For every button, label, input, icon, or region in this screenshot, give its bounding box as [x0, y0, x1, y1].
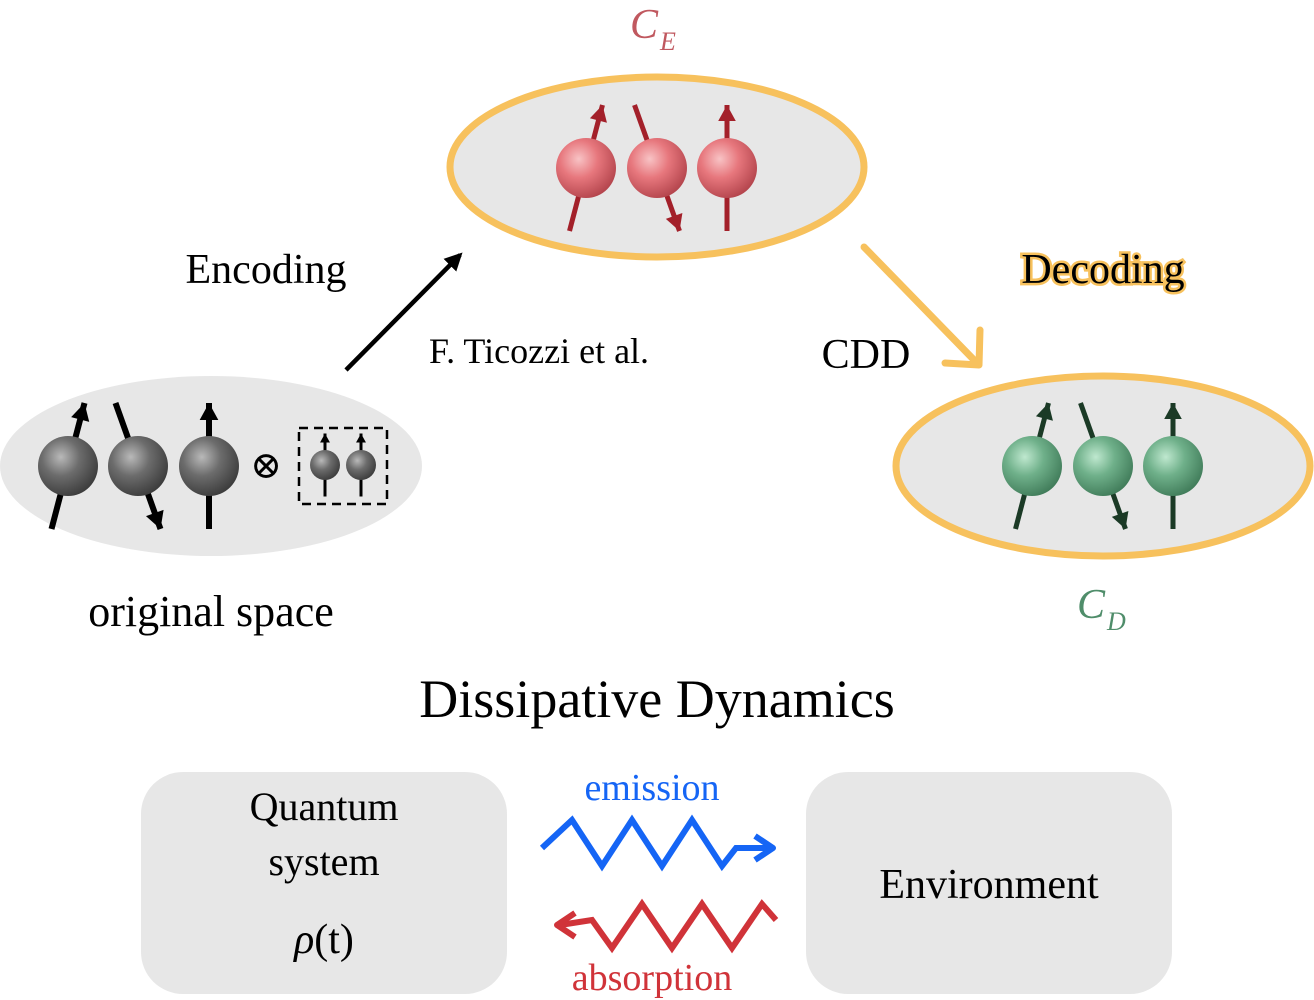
- encoding-arrow-icon: [344, 252, 463, 372]
- absorption-label: absorption: [572, 957, 732, 999]
- spin-ball-with-arrow-icon: [697, 105, 757, 231]
- decoded-spins: [1002, 402, 1203, 530]
- density-matrix-label: ρ(t): [292, 917, 354, 963]
- spin-ball-with-arrow-icon: [1002, 402, 1062, 530]
- encoded-spins: [556, 104, 757, 232]
- encoded-space-label: CE: [630, 2, 676, 56]
- spin-ball-with-arrow-icon: [346, 433, 376, 497]
- decoded-space-label: CD: [1077, 582, 1126, 636]
- decoding-label: Decoding: [1021, 247, 1184, 293]
- original-spins: [38, 401, 239, 531]
- environment-label: Environment: [879, 862, 1099, 908]
- ancilla-spins: [310, 433, 376, 497]
- quantum-system-label-line1: Quantum: [250, 784, 399, 829]
- original-space: ⊗: [0, 376, 422, 556]
- spin-ball-with-arrow-icon: [179, 403, 239, 529]
- quantum-system-panel: [141, 772, 507, 994]
- quantum-system-label-line2: system: [268, 839, 379, 884]
- decoding-arrow-icon: [860, 243, 984, 369]
- dissipative-dynamics-title: Dissipative Dynamics: [419, 669, 894, 729]
- original-space-label: original space: [88, 587, 334, 636]
- citation-label: F. Ticozzi et al.: [429, 331, 649, 371]
- spin-ball-with-arrow-icon: [108, 401, 168, 531]
- spin-ball-with-arrow-icon: [310, 433, 340, 497]
- spin-ball-with-arrow-icon: [38, 402, 98, 530]
- spin-ball-with-arrow-icon: [556, 104, 616, 232]
- environment-panel: [806, 772, 1172, 994]
- spin-ball-with-arrow-icon: [627, 104, 687, 232]
- emission-wavy-arrow-icon: [539, 814, 776, 872]
- encoding-label: Encoding: [186, 247, 347, 293]
- spin-ball-with-arrow-icon: [1073, 402, 1133, 530]
- spin-ball-with-arrow-icon: [1143, 403, 1203, 529]
- emission-label: emission: [584, 767, 719, 809]
- encoded-space: [446, 73, 868, 261]
- cdd-label: CDD: [822, 332, 911, 378]
- decoded-space: [892, 372, 1314, 560]
- tensor-product-symbol: ⊗: [250, 445, 282, 487]
- absorption-wavy-arrow-icon: [554, 898, 779, 954]
- ancilla-box: [297, 426, 389, 506]
